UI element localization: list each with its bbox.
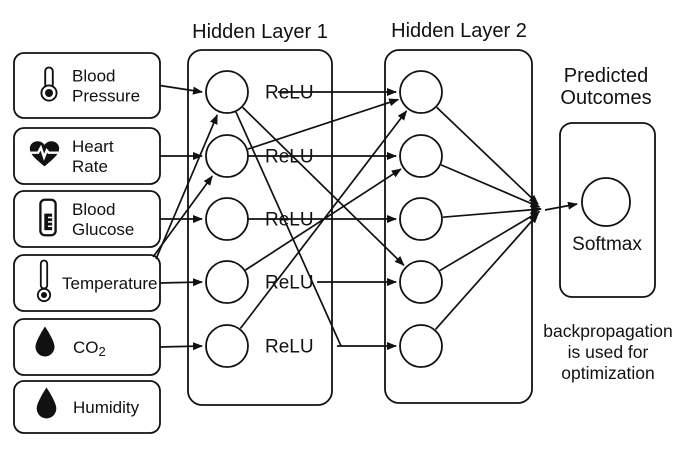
hidden-layer-2-title: Hidden Layer 2: [391, 20, 527, 42]
edge-input-h1: [159, 342, 203, 351]
input-label: Rate: [72, 157, 108, 176]
h2-neuron-3: [399, 197, 443, 241]
backprop-note-line2: is used for: [568, 342, 649, 362]
edge-h1-h2: [244, 168, 402, 271]
relu-label: ReLU: [265, 210, 314, 231]
input-label: Temperature: [62, 274, 157, 293]
input-label: Blood: [72, 200, 115, 219]
edge-corner-h1: [155, 114, 219, 260]
input-label: Pressure: [72, 87, 140, 106]
input-label: Humidity: [73, 398, 140, 417]
h2-neuron-5: [399, 324, 443, 368]
h1-neuron-3: [205, 197, 249, 241]
predicted-outcomes-title-line1: Predicted: [564, 65, 649, 87]
h2-neuron-2: [399, 134, 443, 178]
edge-corner-h1: [152, 175, 213, 258]
hidden-layer-1-title: Hidden Layer 1: [192, 21, 328, 43]
input-box-co: CO2: [13, 318, 161, 376]
input-box-humidity: Humidity: [13, 380, 161, 434]
edge-h1-h2: [247, 98, 400, 150]
input-feature-boxes: BloodPressureHeartRateBloodGlucoseTemper…: [13, 52, 161, 434]
edge-h2-output: [436, 106, 539, 205]
input-label: Heart: [72, 137, 114, 156]
backprop-note-line3: optimization: [561, 363, 654, 383]
input-box-temperature: Temperature: [13, 254, 161, 312]
edge-h2-output: [440, 164, 541, 208]
input-label: CO2: [73, 338, 106, 359]
input-label: Blood: [72, 67, 115, 86]
softmax-label: Softmax: [572, 234, 642, 255]
relu-label: ReLU: [265, 273, 314, 294]
relu-label: ReLU: [265, 337, 314, 358]
edge-input-h1: [159, 278, 203, 287]
edge-h1-h2: [242, 106, 405, 266]
h1-neuron-5: [205, 324, 249, 368]
glucose-vial-icon: [39, 198, 57, 237]
h2-neuron-1: [399, 70, 443, 114]
output-neuron: [581, 177, 631, 227]
neurons: [205, 70, 631, 368]
connection-arrows: [152, 84, 578, 351]
edge-h2-output: [442, 205, 542, 219]
edge-h1-h2: [235, 111, 342, 347]
relu-labels: ReLU ReLU ReLU ReLU ReLU: [265, 83, 314, 358]
relu-label: ReLU: [265, 83, 314, 104]
input-box-frame: [13, 52, 161, 119]
backprop-note-line1: backpropagation: [543, 321, 672, 341]
predicted-outcomes-title-line2: Outcomes: [560, 87, 651, 109]
edge-to-output-neuron: [544, 201, 578, 211]
edge-h2-output: [434, 213, 539, 331]
h1-neuron-4: [205, 260, 249, 304]
input-label: Glucose: [72, 220, 134, 239]
h1-neuron-1: [205, 70, 249, 114]
relu-label: ReLU: [265, 147, 314, 168]
edge-h2-output: [439, 210, 541, 272]
edge-input-h1: [159, 84, 203, 95]
h1-neuron-2: [205, 134, 249, 178]
h2-neuron-4: [399, 260, 443, 304]
